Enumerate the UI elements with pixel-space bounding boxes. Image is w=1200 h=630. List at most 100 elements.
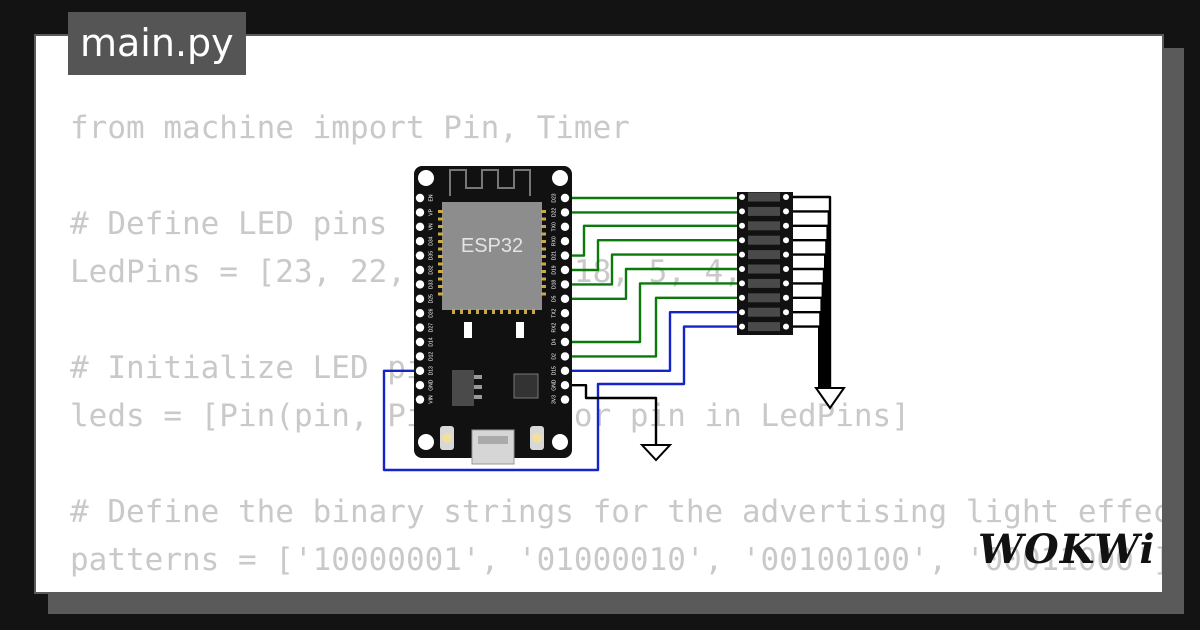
pin-d4-right[interactable] xyxy=(560,337,570,347)
led-anode-pin[interactable] xyxy=(739,280,745,287)
pin-label: D25 xyxy=(428,294,434,303)
pin-rx0-right[interactable] xyxy=(560,237,570,246)
pin-label: EN xyxy=(428,194,434,201)
pin-vp-left[interactable] xyxy=(415,208,425,217)
pin-gnd-right[interactable] xyxy=(560,381,570,390)
led-cathode-pin[interactable] xyxy=(783,208,789,215)
pin-vn-left[interactable] xyxy=(415,222,425,231)
wire-d5 xyxy=(565,267,742,300)
ground-symbols xyxy=(639,387,846,462)
code-block[interactable]: from machine import Pin, Timer# Define L… xyxy=(70,104,1164,592)
wokwi-logo: WOKWi xyxy=(978,526,1156,573)
led-anode-pin[interactable] xyxy=(739,294,745,301)
pin-label: D23 xyxy=(551,193,557,202)
pin-label: RX2 xyxy=(551,323,557,333)
pin-d13-left[interactable] xyxy=(415,366,425,375)
wire-d2 xyxy=(565,296,742,358)
led-segments xyxy=(739,192,789,332)
pin-label: RX0 xyxy=(551,236,557,246)
led-cathode-pin[interactable] xyxy=(783,280,789,287)
led-anode-pin[interactable] xyxy=(739,208,745,215)
pin-d5-right[interactable] xyxy=(560,294,570,303)
led-cathode-pin[interactable] xyxy=(783,266,789,272)
pin-gnd-left[interactable] xyxy=(415,381,425,390)
led-cathode-pin[interactable] xyxy=(783,309,789,316)
pin-d18-right[interactable] xyxy=(560,280,570,289)
led-cathode-pin[interactable] xyxy=(783,222,789,229)
wires xyxy=(382,195,832,472)
pin-label: D12 xyxy=(428,352,434,361)
code-line-1: from machine import Pin, Timer xyxy=(70,110,630,146)
pin-label: D35 xyxy=(428,251,434,260)
led-cathode-pin[interactable] xyxy=(783,237,789,244)
pin-label: D27 xyxy=(428,323,434,332)
pin-d14-left[interactable] xyxy=(415,337,425,347)
pin-label: TX0 xyxy=(551,222,557,231)
pin-d22-right[interactable] xyxy=(560,208,570,217)
code-line-10: patterns = ['10000001', '01000010', '001… xyxy=(70,542,1164,578)
pin-d32-left[interactable] xyxy=(415,265,425,275)
ground-symbol-1 xyxy=(639,444,673,462)
pin-label: D32 xyxy=(428,265,434,274)
pin-3v3-right[interactable] xyxy=(560,395,570,404)
pin-tx0-right[interactable] xyxy=(560,222,570,231)
led-cathode-pin[interactable] xyxy=(783,323,789,330)
pin-label: D22 xyxy=(551,208,557,217)
wire-d13 xyxy=(382,325,742,472)
pin-d15-right[interactable] xyxy=(560,366,570,375)
pin-label: TX2 xyxy=(551,308,557,317)
led-anode-pin[interactable] xyxy=(739,222,745,229)
pin-label: D34 xyxy=(428,236,434,245)
pin-label: D13 xyxy=(428,366,434,375)
mount-hole-top-left xyxy=(418,170,434,186)
led-cathode-pin[interactable] xyxy=(783,294,789,301)
pin-label: D26 xyxy=(428,308,434,317)
pin-label: D2 xyxy=(551,353,557,360)
pin-d33-left[interactable] xyxy=(415,280,425,289)
pin-label: D5 xyxy=(551,295,557,302)
esp32-chip xyxy=(442,202,542,310)
pin-tx2-right[interactable] xyxy=(560,309,570,318)
led-bar-graph[interactable] xyxy=(737,192,793,335)
pin-d25-left[interactable] xyxy=(415,294,425,303)
led-anode-pin[interactable] xyxy=(739,323,745,330)
led-cathode-pin[interactable] xyxy=(783,194,789,200)
pin-d34-left[interactable] xyxy=(415,237,425,246)
smd-part-2 xyxy=(516,322,524,338)
pin-d12-left[interactable] xyxy=(415,352,425,361)
pin-d27-left[interactable] xyxy=(415,323,425,332)
file-tab-main-py[interactable]: main.py xyxy=(68,12,246,75)
led-anode-pin[interactable] xyxy=(739,194,745,200)
led-anode-pin[interactable] xyxy=(739,251,745,258)
wire-d4 xyxy=(565,282,742,344)
pin-label: D19 xyxy=(551,265,557,274)
pin-label: GND xyxy=(428,379,434,391)
wire-d15 xyxy=(565,311,742,372)
esp32-board[interactable]: ESP32 ENVPVND34D35D32D33D25D26D27D14D12D… xyxy=(414,166,572,465)
pin-label: D18 xyxy=(551,280,557,289)
code-editor-card: from machine import Pin, Timer# Define L… xyxy=(34,34,1164,594)
pin-en-left[interactable] xyxy=(415,193,425,203)
led-cathode-pin[interactable] xyxy=(783,251,789,258)
pin-d35-left[interactable] xyxy=(415,251,425,260)
wire-d19 xyxy=(565,239,742,272)
led-segment xyxy=(748,250,780,260)
chip-label: ESP32 xyxy=(461,235,523,257)
led-anode-pin[interactable] xyxy=(739,266,745,272)
pin-d2-right[interactable] xyxy=(560,352,570,361)
pin-rx2-right[interactable] xyxy=(560,323,570,332)
ground-symbol-2 xyxy=(814,387,846,410)
led-segment xyxy=(748,293,780,303)
mount-hole-bottom-right xyxy=(552,434,568,450)
led-anode-pin[interactable] xyxy=(739,237,745,244)
usb-port xyxy=(471,429,515,465)
led-segment xyxy=(748,221,780,231)
led-anode-pin[interactable] xyxy=(739,309,745,316)
led-segment xyxy=(748,307,780,317)
pin-d21-right[interactable] xyxy=(560,251,570,260)
pin-vin-left[interactable] xyxy=(415,395,425,404)
code-line-11: def get_bits(data='10000001'): xyxy=(70,584,1162,592)
pin-d23-right[interactable] xyxy=(560,193,570,203)
pin-d26-left[interactable] xyxy=(415,309,425,318)
pin-d19-right[interactable] xyxy=(560,265,570,275)
